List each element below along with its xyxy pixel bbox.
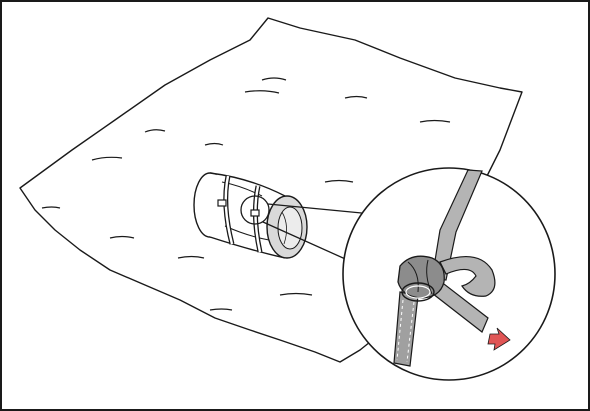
sheet-wrinkle — [144, 129, 166, 133]
sheet-wrinkle — [209, 308, 233, 311]
sheet-wrinkle — [177, 255, 205, 259]
sheet-wrinkle — [244, 90, 280, 94]
sheet-wrinkle — [324, 179, 354, 183]
strap-knot-icon — [397, 255, 445, 299]
sheet-wrinkle — [91, 156, 123, 161]
detail-callout — [342, 167, 556, 381]
callout-line-bottom — [262, 221, 353, 263]
sheet-wrinkle — [109, 235, 135, 239]
sheet-wrinkle — [204, 142, 224, 146]
callout-line-top — [267, 203, 373, 215]
sheet-wrinkle — [261, 77, 287, 81]
strap-loop — [439, 255, 496, 297]
buckle-ring — [401, 282, 435, 302]
sheet-wrinkle — [419, 119, 451, 123]
sheet-wrinkle — [344, 95, 368, 99]
sheet-wrinkle — [279, 292, 313, 296]
callout-source-circle — [240, 195, 270, 225]
sheet-wrinkle — [41, 206, 61, 209]
strap-upper — [431, 169, 483, 281]
rolled-bundle — [193, 172, 308, 259]
detail-circle — [342, 167, 556, 381]
pull-direction-arrow-icon — [487, 327, 511, 351]
